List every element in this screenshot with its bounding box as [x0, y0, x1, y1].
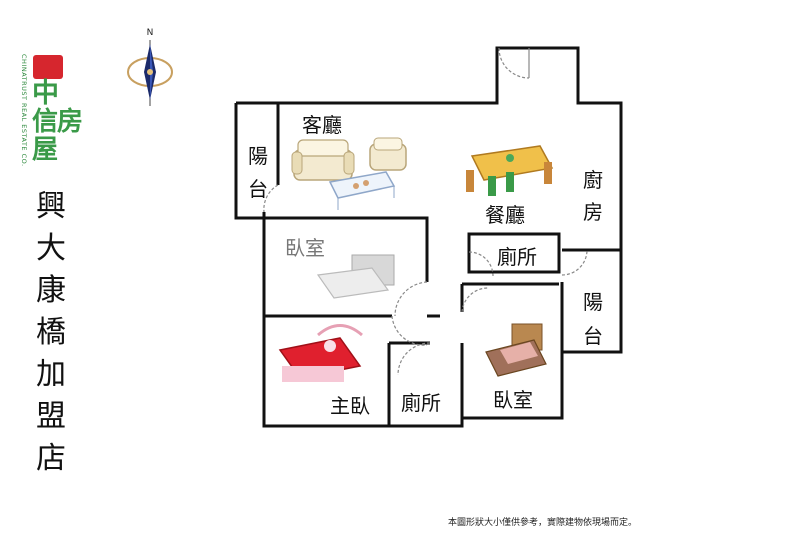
room-label-toilet-1: 廁所 [497, 245, 537, 269]
store-name-char: 康 [36, 273, 66, 308]
room-label-balcony-east-1: 陽 [583, 290, 603, 314]
store-name-char: 大 [36, 231, 66, 266]
brand-latin-name: CHINATRUST REAL ESTATE CO. [20, 54, 28, 167]
room-label-bedroom-1: 臥室 [285, 236, 325, 260]
room-label-bedroom-2: 臥室 [493, 388, 533, 412]
door-swings [263, 47, 588, 376]
compass-icon: N [127, 28, 173, 106]
brand-mark-icon [33, 55, 63, 79]
walls [234, 46, 623, 428]
bedroom2-door-icon [461, 287, 489, 313]
canopy-bed-icon [278, 324, 363, 382]
toilet2-door-icon [397, 342, 431, 376]
bedroom-door-icon [394, 281, 428, 317]
room-label-kitchen-1: 廚 [583, 168, 603, 192]
brand-cjk-line2: 信房屋 [32, 107, 83, 165]
master-door-icon [391, 315, 428, 346]
room-label-master-bedroom: 主臥 [330, 394, 370, 418]
room-label-balcony-east-2: 台 [583, 324, 603, 348]
compass-north-label: N [147, 28, 154, 38]
room-label-balcony-west-2: 台 [248, 177, 268, 201]
sofa-icon [291, 139, 355, 181]
wooden-bed-icon [485, 323, 547, 377]
room-label-dining: 餐廳 [485, 203, 525, 227]
brand-cjk-line1: 中 [32, 78, 59, 109]
brand-cjk-name: 中 信房屋 [32, 78, 94, 165]
dining-table-icon [466, 145, 554, 196]
room-label-living: 客廳 [302, 113, 342, 137]
store-name-char: 興 [36, 189, 66, 224]
store-name-char: 加 [36, 357, 66, 392]
room-label-balcony-west-1: 陽 [248, 144, 268, 168]
bed-icon [316, 254, 395, 299]
room-label-toilet-2: 廁所 [401, 391, 441, 415]
entrance-door-icon [498, 47, 530, 79]
store-name: 興 大 康 橋 加 盟 店 [26, 186, 76, 480]
store-name-char: 橋 [36, 315, 66, 350]
balcony-door-icon [561, 249, 588, 276]
armchair-icon [369, 137, 407, 171]
coffee-table-icon [328, 171, 396, 210]
west-balcony-door-icon [263, 184, 279, 213]
store-name-char: 店 [36, 441, 66, 476]
store-name-char: 盟 [36, 399, 66, 434]
room-label-kitchen-2: 房 [583, 200, 603, 224]
disclaimer: 本圖形狀大小僅供參考，實際建物依現場而定。 [448, 518, 638, 528]
